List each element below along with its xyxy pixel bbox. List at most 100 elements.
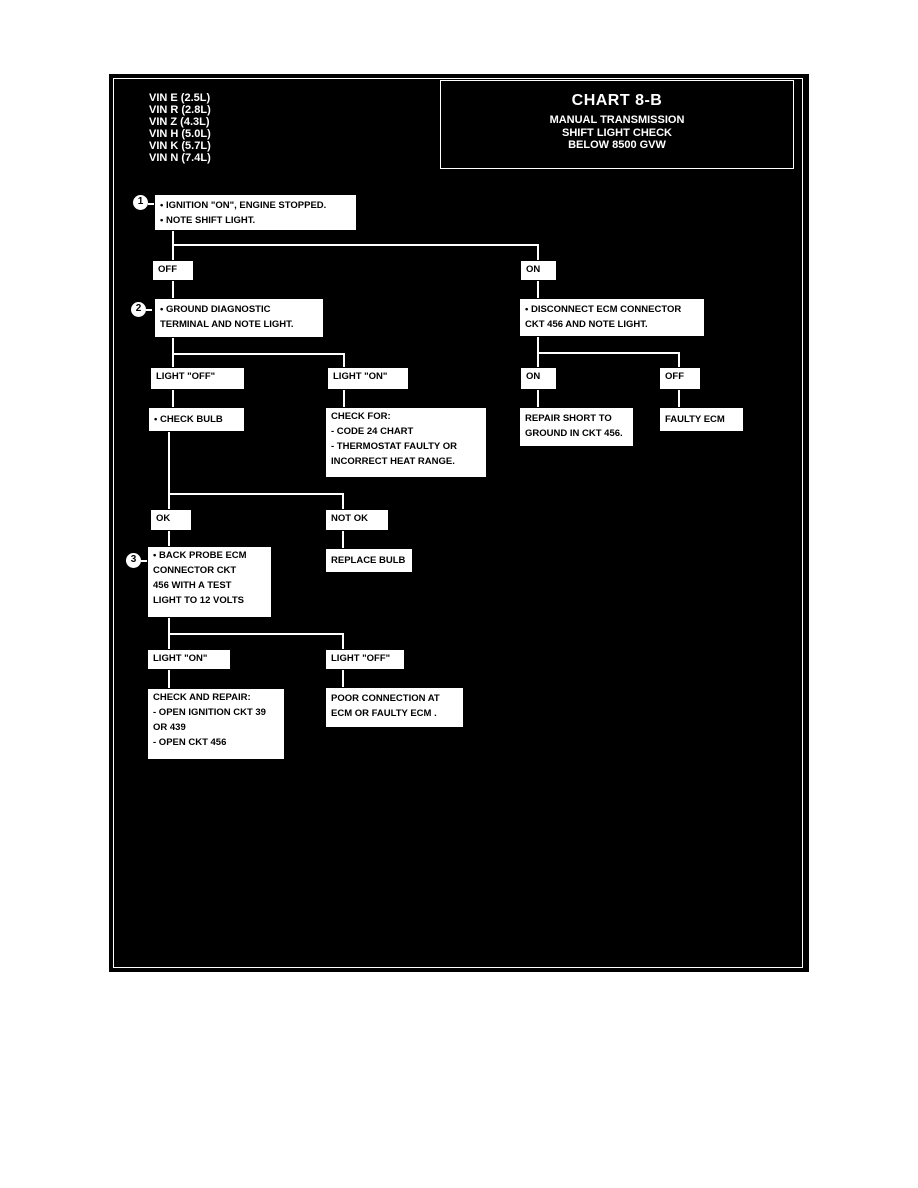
box-line: POOR CONNECTION AT [331, 693, 440, 704]
box-line: LIGHT TO 12 VOLTS [153, 595, 244, 606]
box-line: OFF [158, 264, 177, 275]
disconnect-ecm-box: • DISCONNECT ECM CONNECTOR CKT 456 AND N… [519, 298, 705, 337]
box-line: LIGHT "OFF" [331, 653, 391, 664]
check-bulb-box: • CHECK BULB [148, 407, 245, 432]
box-line: • NOTE SHIFT LIGHT. [160, 215, 256, 226]
vin-item: VIN N (7.4L) [149, 152, 211, 164]
step3-box: • BACK PROBE ECM CONNECTOR CKT 456 WITH … [147, 546, 272, 618]
box-line: LIGHT "OFF" [156, 371, 216, 382]
connector [342, 670, 344, 687]
on-box: ON [520, 260, 557, 281]
connector [537, 352, 680, 354]
connector [172, 390, 174, 407]
connector [537, 337, 539, 353]
box-line: ECM OR FAULTY ECM . [331, 708, 437, 719]
connector [172, 244, 539, 246]
box-line: REPAIR SHORT TO [525, 413, 612, 424]
connector [168, 531, 170, 546]
light-off-box-2: LIGHT "OFF" [325, 649, 405, 670]
vin-item: VIN K (5.7L) [149, 140, 211, 152]
connector [172, 280, 174, 298]
box-line: • DISCONNECT ECM CONNECTOR [525, 304, 682, 315]
connector [342, 531, 344, 548]
box-line: - THERMOSTAT FAULTY OR [331, 441, 457, 452]
vin-item: VIN Z (4.3L) [149, 116, 210, 128]
light-on-box: LIGHT "ON" [327, 367, 409, 390]
chart-title: CHART 8-B [571, 92, 663, 109]
connector [678, 352, 680, 367]
connector [168, 633, 170, 649]
light-off-box: LIGHT "OFF" [150, 367, 245, 390]
vin-item: VIN R (2.8L) [149, 104, 211, 116]
subtitle-line: MANUAL TRANSMISSION [549, 114, 685, 126]
connector [342, 633, 344, 649]
connector [168, 493, 344, 495]
check-repair-box: CHECK AND REPAIR: - OPEN IGNITION CKT 39… [147, 688, 285, 760]
connector [172, 353, 345, 355]
off-box-2: OFF [659, 367, 701, 390]
box-line: CHECK FOR: [331, 411, 391, 422]
box-line: 456 WITH A TEST [153, 580, 232, 591]
step-marker-3: 3 [126, 553, 141, 568]
subtitle-line: SHIFT LIGHT CHECK [562, 126, 672, 139]
box-line: ON [526, 371, 541, 382]
step-marker-1: 1 [133, 195, 148, 210]
box-line: OK [156, 513, 171, 524]
box-line: • IGNITION "ON", ENGINE STOPPED. [160, 200, 327, 211]
box-line: FAULTY ECM [665, 414, 725, 425]
vin-list: VIN E (2.5L) VIN R (2.8L) VIN Z (4.3L) V… [149, 92, 211, 164]
step2-box: • GROUND DIAGNOSTIC TERMINAL AND NOTE LI… [154, 298, 324, 338]
connector [342, 493, 344, 509]
box-line: OFF [665, 371, 684, 382]
faulty-ecm-box: FAULTY ECM [659, 407, 744, 432]
connector [168, 431, 170, 494]
step-link [141, 560, 147, 562]
connector [537, 280, 539, 298]
connector [537, 352, 539, 367]
connector [168, 633, 344, 635]
box-line: OR 439 [153, 722, 186, 733]
connector [343, 353, 345, 367]
connector [172, 353, 174, 367]
box-line: - OPEN CKT 456 [153, 737, 227, 748]
replace-bulb-box: REPLACE BULB [325, 548, 413, 573]
off-box: OFF [152, 260, 194, 281]
connector [168, 493, 170, 509]
check-for-box: CHECK FOR: - CODE 24 CHART - THERMOSTAT … [325, 407, 487, 478]
vin-item: VIN H (5.0L) [149, 128, 211, 140]
poor-connection-box: POOR CONNECTION AT ECM OR FAULTY ECM . [325, 687, 464, 728]
light-on-box-2: LIGHT "ON" [147, 649, 231, 670]
connector [172, 338, 174, 354]
connector [168, 670, 170, 688]
box-line: • CHECK BULB [154, 414, 223, 425]
chart-subtitle: MANUAL TRANSMISSION SHIFT LIGHT CHECK BE… [441, 114, 793, 152]
step-marker-2: 2 [131, 302, 146, 317]
box-line: REPLACE BULB [331, 555, 406, 566]
connector [172, 244, 174, 260]
box-line: LIGHT "ON" [333, 371, 388, 382]
on-box-2: ON [520, 367, 557, 390]
connector [172, 231, 174, 245]
box-line: LIGHT "ON" [153, 653, 208, 664]
repair-short-box: REPAIR SHORT TO GROUND IN CKT 456. [519, 407, 634, 447]
connector [678, 390, 680, 407]
step-link [146, 309, 152, 311]
chart-title-box: CHART 8-B MANUAL TRANSMISSION SHIFT LIGH… [440, 80, 794, 169]
not-ok-box: NOT OK [325, 509, 389, 531]
connector [168, 618, 170, 634]
step-link [148, 203, 154, 205]
step1-box: • IGNITION "ON", ENGINE STOPPED. • NOTE … [154, 194, 357, 231]
box-line: GROUND IN CKT 456. [525, 428, 623, 439]
box-line: CKT 456 AND NOTE LIGHT. [525, 319, 648, 330]
box-line: • BACK PROBE ECM [153, 550, 247, 561]
connector [343, 390, 345, 407]
connector [537, 390, 539, 407]
box-line: TERMINAL AND NOTE LIGHT. [160, 319, 294, 330]
box-line: CONNECTOR CKT [153, 565, 237, 576]
box-line: NOT OK [331, 513, 368, 524]
box-line: CHECK AND REPAIR: [153, 692, 251, 703]
vin-item: VIN E (2.5L) [149, 92, 211, 104]
box-line: • GROUND DIAGNOSTIC [160, 304, 271, 315]
ok-box: OK [150, 509, 192, 531]
box-line: INCORRECT HEAT RANGE. [331, 456, 455, 467]
